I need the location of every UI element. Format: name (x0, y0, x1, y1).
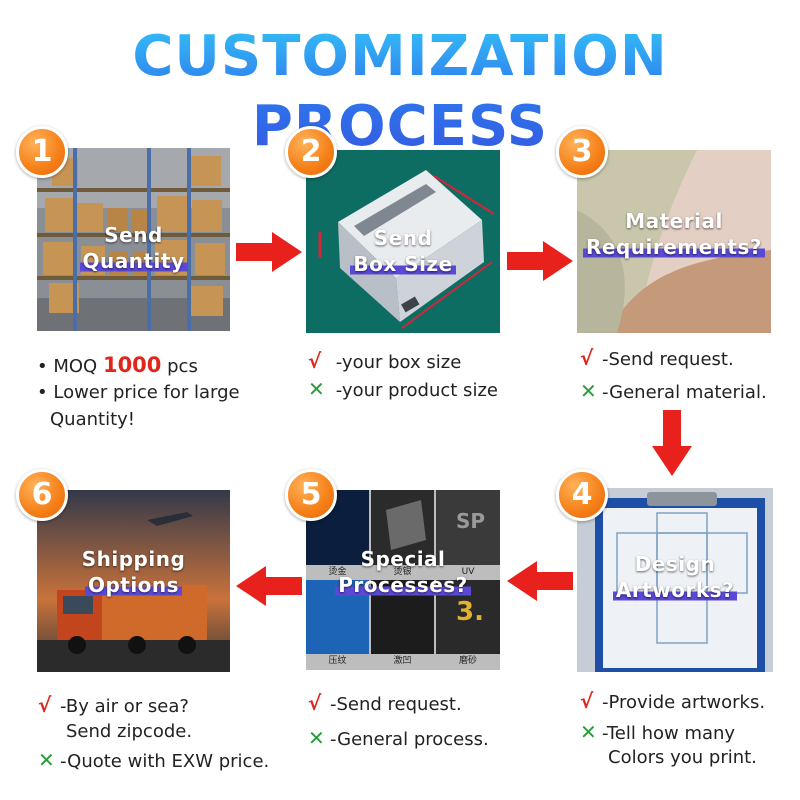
step-3-caption-line2: Requirements? (582, 234, 765, 260)
moq-value: 1000 (102, 353, 162, 377)
step-6-caption-line2: Options (84, 572, 183, 598)
page-title: CUSTOMIZATION PROCESS (0, 22, 800, 162)
step-4-note-cross-cont: Colors you print. (608, 747, 757, 768)
step-6-note-check: √-By air or sea? (38, 693, 189, 717)
step-3-note-check: √-Send request. (580, 346, 734, 370)
arrow-left-5-to-6 (236, 566, 302, 606)
step-4-note-check: √-Provide artworks. (580, 689, 766, 713)
cross-icon: ✕ (308, 377, 325, 401)
step-6-note-cross: ✕-Quote with EXW price. (38, 748, 270, 772)
svg-text:SP: SP (456, 509, 485, 533)
step-3-caption-line1: Material (625, 209, 723, 233)
step-5-note-check: √-Send request. (308, 691, 462, 715)
moq-prefix: MOQ (53, 356, 103, 377)
tile-label-4: 压纹 (328, 656, 347, 666)
step-5-caption-line1: Special (360, 547, 446, 571)
cross-icon: ✕ (580, 379, 597, 403)
cross-icon: ✕ (308, 726, 325, 750)
arrow-down-3-to-4 (652, 410, 692, 476)
step-2-caption-line1: Send (373, 226, 433, 250)
step-4-image: Design Artworks? (577, 488, 773, 672)
bullet-icon: • (37, 356, 48, 377)
arrow-right-2-to-3 (507, 241, 573, 281)
step-2-note-cross: ✕ -your product size (308, 377, 498, 401)
step-5-caption-line2: Processes? (335, 572, 471, 598)
tile-label-5: 激凹 (393, 656, 412, 666)
step-6-note-check-cont: Send zipcode. (66, 721, 193, 742)
step-1-image: Send Quantity (37, 148, 230, 331)
arrow-right-1-to-2 (236, 232, 302, 272)
cross-icon: ✕ (580, 720, 597, 744)
step-1-note-moq: • MOQ 1000 pcs (37, 352, 198, 380)
step-3-image: Material Requirements? (577, 150, 771, 333)
check-icon: √ (38, 693, 52, 717)
check-icon: √ (308, 691, 322, 715)
step-5-image: SP 3. 烫金 烫银 UV 压纹 激凹 磨砂 Special Processe… (306, 490, 500, 670)
step-1-note-price: • Lower price for large (37, 382, 240, 403)
step-1-caption-line2: Quantity (79, 248, 188, 274)
step-4-note-cross: ✕-Tell how many (580, 720, 736, 744)
step-2-badge: 2 (285, 126, 337, 178)
step-3-badge: 3 (556, 126, 608, 178)
moq-suffix: pcs (161, 356, 198, 377)
bullet-icon: • (37, 382, 48, 403)
check-icon: √ (580, 689, 594, 713)
step-6-badge: 6 (16, 469, 68, 521)
cross-icon: ✕ (38, 748, 55, 772)
step-4-badge: 4 (556, 469, 608, 521)
step-6-image: Shipping Options (37, 490, 230, 672)
warehouse-illustration (37, 148, 230, 331)
step-4-caption-line1: Design (634, 552, 716, 576)
arrow-left-4-to-5 (507, 561, 573, 601)
tile-label-6: 磨砂 (458, 656, 477, 666)
step-1-note-quantity: Quantity! (50, 409, 135, 430)
step-2-caption-line2: Box Size (350, 251, 456, 277)
step-5-note-cross: ✕-General process. (308, 726, 489, 750)
step-3-note-cross: ✕-General material. (580, 379, 767, 403)
check-icon: √ (580, 346, 594, 370)
step-5-badge: 5 (285, 469, 337, 521)
check-icon: √ (308, 349, 322, 373)
step-2-note-check: √ -your box size (308, 349, 462, 373)
step-1-caption-line1: Send (104, 223, 163, 247)
step-6-caption-line1: Shipping (81, 547, 186, 571)
step-2-image: Send Box Size (306, 150, 500, 333)
step-4-caption-line2: Artworks? (612, 577, 738, 603)
svg-text:3.: 3. (456, 597, 484, 627)
step-1-badge: 1 (16, 126, 68, 178)
